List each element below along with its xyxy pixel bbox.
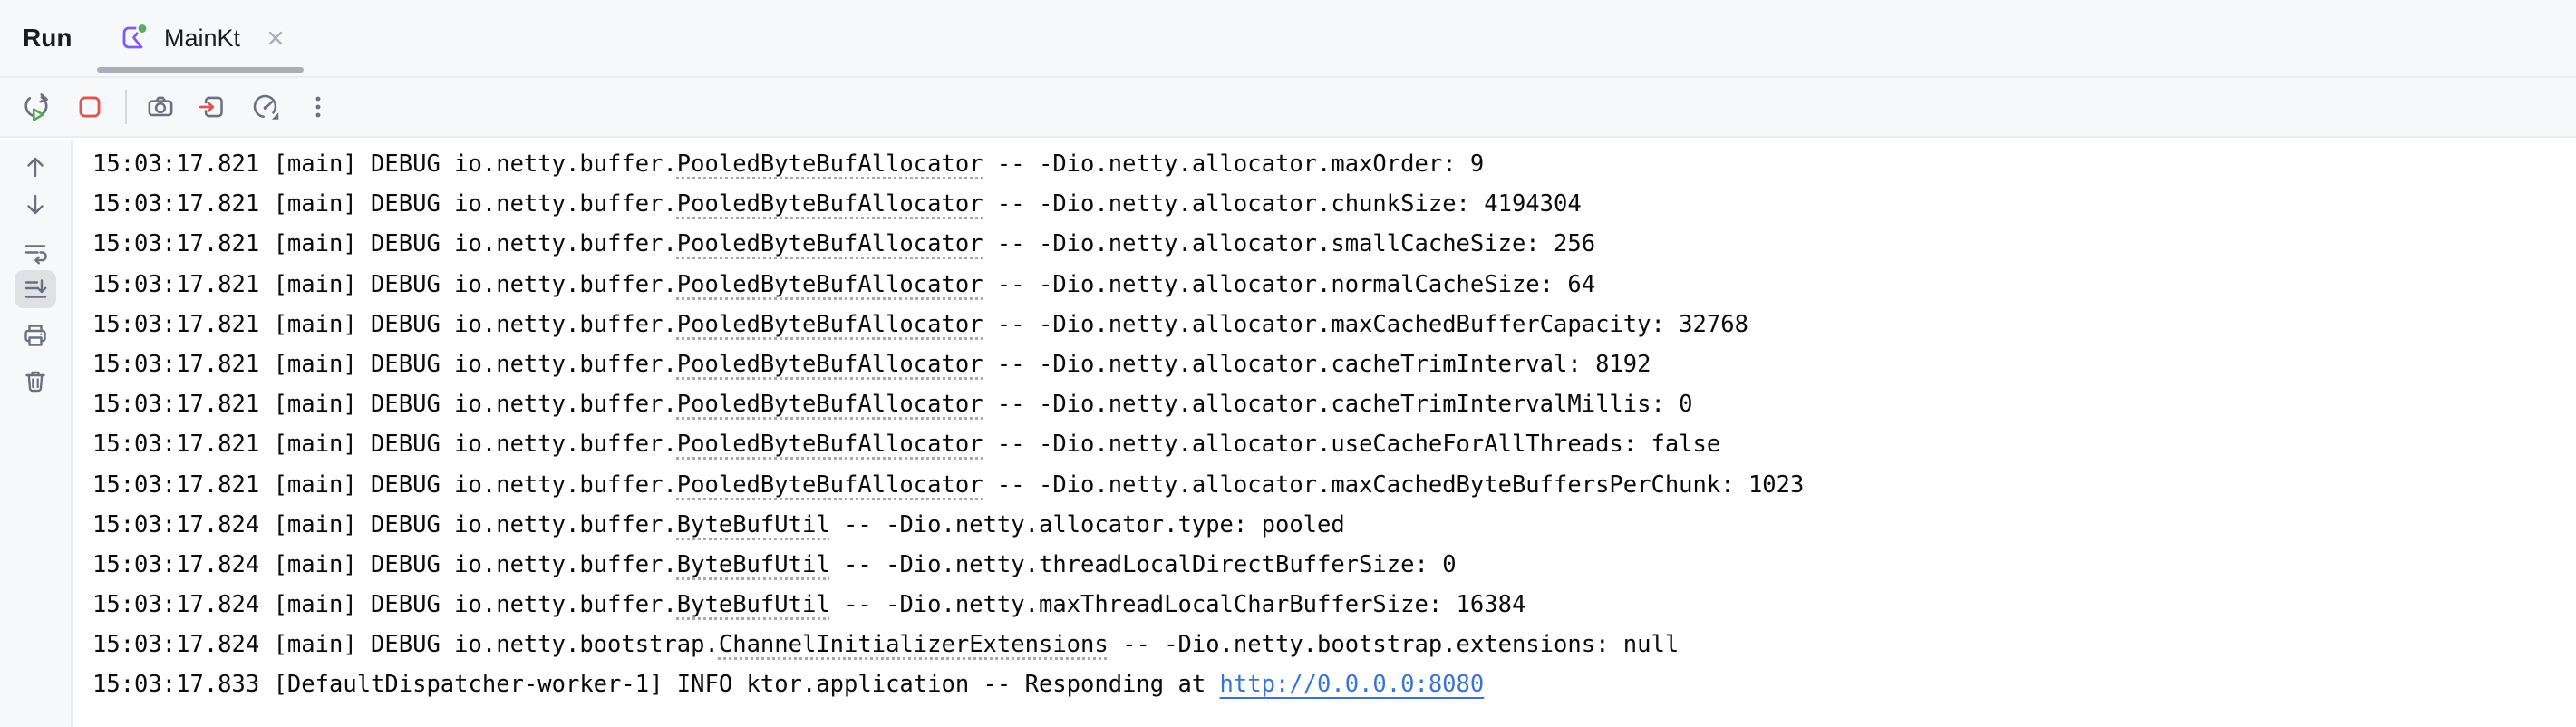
scroll-down-button[interactable] <box>15 186 56 224</box>
class-hyperlink[interactable]: PooledByteBufAllocator <box>676 270 983 298</box>
console-line: 15:03:17.833 [DefaultDispatcher-worker-1… <box>92 664 2576 704</box>
log-text: 15:03:17.821 [main] DEBUG io.netty.buffe… <box>92 350 677 378</box>
scroll-to-end-button[interactable] <box>15 270 56 308</box>
log-text: -- -Dio.netty.allocator.chunkSize: 41943… <box>983 190 1582 218</box>
scroll-to-end-icon <box>24 279 47 298</box>
class-hyperlink[interactable]: PooledByteBufAllocator <box>676 310 983 338</box>
console-line: 15:03:17.824 [main] DEBUG io.netty.buffe… <box>92 545 2576 585</box>
kotlin-run-config-icon <box>117 21 151 55</box>
clear-trash-icon <box>25 371 45 393</box>
console-line: 15:03:17.821 [main] DEBUG io.netty.buffe… <box>92 424 2576 464</box>
console-line: 15:03:17.824 [main] DEBUG io.netty.boots… <box>92 625 2576 664</box>
console-line: 15:03:17.824 [main] DEBUG io.netty.buffe… <box>92 505 2576 545</box>
log-text: -- -Dio.netty.allocator.useCacheForAllTh… <box>983 431 1721 459</box>
active-tab-indicator <box>97 67 305 73</box>
log-text: -- -Dio.netty.allocator.cacheTrimInterva… <box>983 391 1693 419</box>
toolbar-separator <box>125 90 127 124</box>
dropdown-corner-triangle <box>271 112 279 120</box>
profiler-gauge-icon <box>253 94 279 120</box>
console-output[interactable]: 15:03:17.821 [main] DEBUG io.netty.buffe… <box>73 140 2576 727</box>
log-text: 15:03:17.821 [main] DEBUG io.netty.buffe… <box>92 470 677 499</box>
log-text: -- -Dio.netty.allocator.maxCachedBufferC… <box>983 310 1748 338</box>
tab-label: MainKt <box>164 24 241 52</box>
class-hyperlink[interactable]: ByteBufUtil <box>676 550 830 578</box>
log-text: 15:03:17.824 [main] DEBUG io.netty.boots… <box>92 631 719 659</box>
console-line: 15:03:17.821 [main] DEBUG io.netty.buffe… <box>92 184 2576 224</box>
console-line: 15:03:17.821 [main] DEBUG io.netty.buffe… <box>92 465 2576 505</box>
log-text: -- -Dio.netty.bootstrap.extensions: null <box>1108 631 1680 659</box>
console-line: 15:03:17.821 [main] DEBUG io.netty.buffe… <box>92 384 2576 424</box>
stop-icon <box>79 96 101 118</box>
console-line: 15:03:17.821 [main] DEBUG io.netty.buffe… <box>92 305 2576 344</box>
log-text: 15:03:17.821 [main] DEBUG io.netty.buffe… <box>92 190 677 218</box>
console-line: 15:03:17.821 [main] DEBUG io.netty.buffe… <box>92 344 2576 384</box>
log-text: 15:03:17.821 [main] DEBUG io.netty.buffe… <box>92 431 677 459</box>
console-side-toolbar <box>0 140 73 727</box>
exit-button[interactable] <box>190 84 236 130</box>
console-line: 15:03:17.821 [main] DEBUG io.netty.buffe… <box>92 265 2576 305</box>
log-text: 15:03:17.821 [main] DEBUG io.netty.buffe… <box>92 391 677 419</box>
stop-button[interactable] <box>67 84 112 130</box>
class-hyperlink[interactable]: PooledByteBufAllocator <box>676 230 983 258</box>
console-line: 15:03:17.821 [main] DEBUG io.netty.buffe… <box>92 144 2576 184</box>
print-icon <box>24 325 46 346</box>
log-text: 15:03:17.821 [main] DEBUG io.netty.buffe… <box>92 310 677 338</box>
profiler-button[interactable] <box>243 84 288 130</box>
log-text: 15:03:17.833 [DefaultDispatcher-worker-1… <box>92 671 1220 699</box>
log-text: 15:03:17.821 [main] DEBUG io.netty.buffe… <box>92 230 677 258</box>
class-hyperlink[interactable]: ChannelInitializerExtensions <box>718 631 1109 659</box>
log-text: -- -Dio.netty.allocator.maxCachedByteBuf… <box>983 470 1805 499</box>
log-text: -- -Dio.netty.allocator.type: pooled <box>829 510 1345 538</box>
class-hyperlink[interactable]: ByteBufUtil <box>676 591 830 619</box>
tool-window-header: Run MainKt <box>0 0 2576 78</box>
log-text: -- -Dio.netty.allocator.smallCacheSize: … <box>983 230 1596 258</box>
soft-wrap-icon <box>24 245 47 265</box>
log-text: 15:03:17.824 [main] DEBUG io.netty.buffe… <box>92 550 677 578</box>
console-area: 15:03:17.821 [main] DEBUG io.netty.buffe… <box>0 140 2576 727</box>
log-text: 15:03:17.824 [main] DEBUG io.netty.buffe… <box>92 591 677 619</box>
log-text: -- -Dio.netty.allocator.normalCacheSize:… <box>983 270 1596 298</box>
rerun-button[interactable] <box>15 84 60 130</box>
close-icon <box>268 31 283 45</box>
thread-dump-button[interactable] <box>138 84 183 130</box>
clear-all-button[interactable] <box>15 363 56 401</box>
rerun-icon <box>24 93 48 121</box>
run-toolbar <box>0 78 2576 138</box>
exit-icon <box>199 96 223 118</box>
class-hyperlink[interactable]: PooledByteBufAllocator <box>676 391 983 419</box>
tab-close-button[interactable] <box>262 24 289 52</box>
console-line: 15:03:17.821 [main] DEBUG io.netty.buffe… <box>92 224 2576 264</box>
log-text: -- -Dio.netty.maxThreadLocalCharBufferSi… <box>829 591 1526 619</box>
class-hyperlink[interactable]: PooledByteBufAllocator <box>676 150 983 178</box>
down-arrow-icon <box>27 194 44 215</box>
class-hyperlink[interactable]: PooledByteBufAllocator <box>676 350 983 378</box>
running-green-dot <box>136 22 149 35</box>
thread-dump-camera-icon <box>148 96 173 117</box>
tab-mainkt[interactable]: MainKt <box>97 0 305 76</box>
log-text: -- -Dio.netty.threadLocalDirectBufferSiz… <box>829 550 1457 578</box>
log-text: 15:03:17.824 [main] DEBUG io.netty.buffe… <box>92 510 677 538</box>
console-line: 15:03:17.824 [main] DEBUG io.netty.buffe… <box>92 585 2576 625</box>
url-link[interactable]: http://0.0.0.0:8080 <box>1219 671 1485 699</box>
log-text: -- -Dio.netty.allocator.cacheTrimInterva… <box>983 350 1651 378</box>
class-hyperlink[interactable]: PooledByteBufAllocator <box>676 190 983 218</box>
up-arrow-icon <box>27 157 44 178</box>
log-text: -- -Dio.netty.allocator.maxOrder: 9 <box>983 150 1485 178</box>
class-hyperlink[interactable]: ByteBufUtil <box>676 510 830 538</box>
more-options-button[interactable] <box>295 84 341 130</box>
soft-wrap-button[interactable] <box>15 232 56 270</box>
scroll-up-button[interactable] <box>15 148 56 186</box>
print-button[interactable] <box>15 316 56 354</box>
class-hyperlink[interactable]: PooledByteBufAllocator <box>676 470 983 499</box>
log-text: 15:03:17.821 [main] DEBUG io.netty.buffe… <box>92 270 677 298</box>
tool-window-title: Run <box>23 24 73 52</box>
more-kebab-icon <box>315 96 321 118</box>
class-hyperlink[interactable]: PooledByteBufAllocator <box>676 431 983 459</box>
log-text: 15:03:17.821 [main] DEBUG io.netty.buffe… <box>92 150 677 178</box>
